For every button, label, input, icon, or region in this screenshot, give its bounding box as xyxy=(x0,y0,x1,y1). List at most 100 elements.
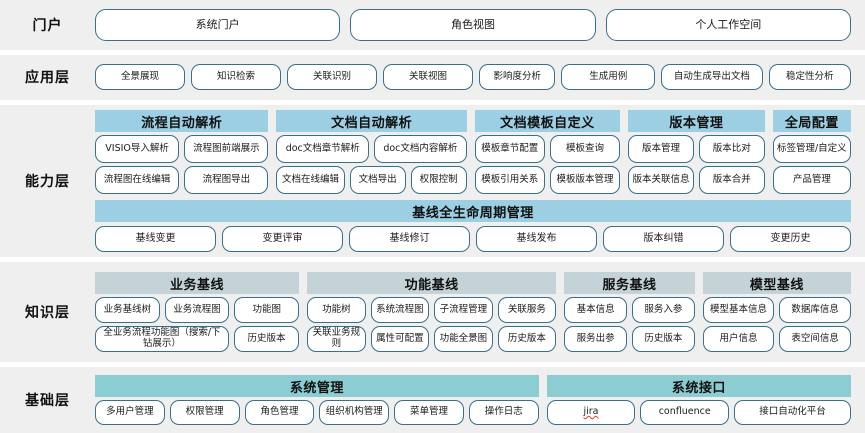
found-item-interface-automation-platform[interactable]: 接口自动化平台 xyxy=(734,400,851,426)
cap-item-flowchart-export[interactable]: 流程图导出 xyxy=(184,166,269,195)
cap-item-permission-control[interactable]: 权限控制 xyxy=(410,166,467,195)
portal-item-personal-workspace[interactable]: 个人工作空间 xyxy=(605,8,851,41)
group-row-1: VISIO导入解析 流程图前端展示 xyxy=(95,135,269,164)
know-item-business-baseline-tree[interactable]: 业务基线树 xyxy=(95,297,160,324)
foundation-group-row: 系统管理 多用户管理 权限管理 角色管理 组织机构管理 菜单管理 操作日志 系统… xyxy=(95,375,851,426)
lifecycle-item-baseline-change[interactable]: 基线变更 xyxy=(95,226,216,253)
know-item-function-panorama[interactable]: 功能全景图 xyxy=(434,326,493,353)
lifecycle-item-change-history[interactable]: 变更历史 xyxy=(730,226,851,253)
know-item-full-business-flow-function-chart[interactable]: 全业务流程功能图（搜索/下钻展示） xyxy=(95,326,229,353)
know-item-history-version[interactable]: 历史版本 xyxy=(233,326,300,353)
know-item-service-input-param[interactable]: 服务入参 xyxy=(631,297,695,324)
app-item-panorama[interactable]: 全景展现 xyxy=(95,64,186,91)
group-header-doc-parse: 文档自动解析 xyxy=(276,110,467,133)
found-item-role-mgmt[interactable]: 角色管理 xyxy=(244,400,315,426)
cap-item-template-chapter-config[interactable]: 模板章节配置 xyxy=(474,135,545,164)
know-item-model-basic-info[interactable]: 模型基本信息 xyxy=(702,297,775,324)
layer-label-knowledge: 知识层 xyxy=(25,305,70,322)
capability-group-global-config: 全局配置 标签管理/自定义 产品管理 xyxy=(772,110,851,195)
knowledge-group-service-baseline: 服务基线 基本信息 服务入参 服务出参 历史版本 xyxy=(564,272,695,353)
cap-item-tag-mgmt-custom[interactable]: 标签管理/自定义 xyxy=(772,135,851,164)
group-row-1: 版本管理 版本比对 xyxy=(628,135,765,164)
layer-band-capability: 能力层 流程自动解析 VISIO导入解析 流程图前端展示 流程图在线编辑 流程图… xyxy=(0,104,865,258)
knowledge-group-business-baseline: 业务基线 业务基线树 业务流程图 功能图 全业务流程功能图（搜索/下钻展示） 历… xyxy=(95,272,300,353)
cap-item-doc-chapter-parse[interactable]: doc文档章节解析 xyxy=(276,135,370,164)
found-item-jira[interactable]: jira xyxy=(546,400,636,426)
capability-group-row: 流程自动解析 VISIO导入解析 流程图前端展示 流程图在线编辑 流程图导出 文… xyxy=(95,110,851,195)
knowledge-group-function-baseline: 功能基线 功能树 系统流程图 子流程管理 关联服务 关联业务规则 属性可配置 功… xyxy=(307,272,557,353)
group-row-2: 全业务流程功能图（搜索/下钻展示） 历史版本 xyxy=(95,326,300,353)
capability-group-process-parse: 流程自动解析 VISIO导入解析 流程图前端展示 流程图在线编辑 流程图导出 xyxy=(95,110,269,195)
group-row-2: 产品管理 xyxy=(772,166,851,195)
layer-body-portal: 系统门户 角色视图 个人工作空间 xyxy=(95,8,865,41)
know-item-attribute-configurable[interactable]: 属性可配置 xyxy=(370,326,430,353)
app-item-relation-view[interactable]: 关联视图 xyxy=(383,64,474,91)
portal-item-row: 系统门户 角色视图 个人工作空间 xyxy=(95,8,851,41)
app-item-impact-analysis[interactable]: 影响度分析 xyxy=(479,64,556,91)
know-item-service-history-version[interactable]: 历史版本 xyxy=(631,326,695,353)
group-row-1: 模型基本信息 数据库信息 xyxy=(702,297,852,324)
group-row-1: 基本信息 服务入参 xyxy=(564,297,695,324)
know-item-service-output-param[interactable]: 服务出参 xyxy=(564,326,627,353)
layer-band-foundation: 基础层 系统管理 多用户管理 权限管理 角色管理 组织机构管理 菜单管理 操作日… xyxy=(0,367,865,433)
know-item-function-chart[interactable]: 功能图 xyxy=(234,297,300,324)
foundation-group-system-interface: 系统接口 jira confluence 接口自动化平台 xyxy=(546,375,851,426)
cap-item-version-mgmt[interactable]: 版本管理 xyxy=(628,135,694,164)
cap-item-template-query[interactable]: 模板查询 xyxy=(549,135,621,164)
cap-item-version-relation-info[interactable]: 版本关联信息 xyxy=(628,166,694,195)
app-item-generate-testcase[interactable]: 生成用例 xyxy=(561,64,656,91)
cap-item-flowchart-frontend-display[interactable]: 流程图前端展示 xyxy=(184,135,269,164)
lifecycle-item-change-review[interactable]: 变更评审 xyxy=(222,226,343,253)
layer-label-portal: 门户 xyxy=(32,17,63,34)
know-item-database-info[interactable]: 数据库信息 xyxy=(779,297,852,324)
cap-item-doc-online-edit[interactable]: 文档在线编辑 xyxy=(276,166,345,195)
layer-body-knowledge: 业务基线 业务基线树 业务流程图 功能图 全业务流程功能图（搜索/下钻展示） 历… xyxy=(95,268,865,356)
layer-band-portal: 门户 系统门户 角色视图 个人工作空间 xyxy=(0,0,865,50)
group-header-version-mgmt: 版本管理 xyxy=(628,110,765,133)
group-row-2: 模板引用关系 模板版本管理 xyxy=(474,166,621,195)
know-item-function-tree[interactable]: 功能树 xyxy=(307,297,366,324)
cap-item-version-merge[interactable]: 版本合并 xyxy=(698,166,765,195)
know-item-function-history-version[interactable]: 历史版本 xyxy=(497,326,557,353)
layer-body-application: 全景展现 知识检索 关联识别 关联视图 影响度分析 生成用例 自动生成导出文档 … xyxy=(95,64,865,91)
cap-item-visio-import-parse[interactable]: VISIO导入解析 xyxy=(95,135,180,164)
cap-item-template-reference[interactable]: 模板引用关系 xyxy=(474,166,545,195)
group-header-function-baseline: 功能基线 xyxy=(307,272,557,295)
know-item-subflow-mgmt[interactable]: 子流程管理 xyxy=(434,297,493,324)
cap-item-doc-export[interactable]: 文档导出 xyxy=(349,166,406,195)
found-item-confluence[interactable]: confluence xyxy=(640,400,730,426)
cap-item-template-version-mgmt[interactable]: 模板版本管理 xyxy=(549,166,621,195)
cap-item-version-compare[interactable]: 版本比对 xyxy=(698,135,765,164)
lifecycle-item-version-correction[interactable]: 版本纠错 xyxy=(603,226,724,253)
cap-item-doc-content-parse[interactable]: doc文档内容解析 xyxy=(374,135,467,164)
know-item-service-basic-info[interactable]: 基本信息 xyxy=(564,297,627,324)
lifecycle-item-baseline-revision[interactable]: 基线修订 xyxy=(349,226,470,253)
app-item-stability-analysis[interactable]: 稳定性分析 xyxy=(768,64,852,91)
know-item-system-flowchart[interactable]: 系统流程图 xyxy=(370,297,430,324)
portal-item-role-view[interactable]: 角色视图 xyxy=(350,8,596,41)
cap-item-flowchart-online-edit[interactable]: 流程图在线编辑 xyxy=(95,166,180,195)
cap-item-product-mgmt[interactable]: 产品管理 xyxy=(772,166,851,195)
capability-group-doc-template: 文档模板自定义 模板章节配置 模板查询 模板引用关系 模板版本管理 xyxy=(474,110,621,195)
found-item-operation-log[interactable]: 操作日志 xyxy=(468,400,539,426)
app-item-relation-identify[interactable]: 关联识别 xyxy=(287,64,378,91)
found-item-menu-mgmt[interactable]: 菜单管理 xyxy=(394,400,464,426)
lifecycle-item-baseline-release[interactable]: 基线发布 xyxy=(476,226,597,253)
found-item-multi-user-mgmt[interactable]: 多用户管理 xyxy=(95,400,165,426)
portal-item-system-portal[interactable]: 系统门户 xyxy=(95,8,341,41)
group-row-1: 标签管理/自定义 xyxy=(772,135,851,164)
know-item-related-business-rule[interactable]: 关联业务规则 xyxy=(307,326,366,353)
group-header-process-parse: 流程自动解析 xyxy=(95,110,269,133)
group-header-system-interface: 系统接口 xyxy=(546,375,851,398)
app-item-knowledge-search[interactable]: 知识检索 xyxy=(191,64,282,91)
know-item-related-service[interactable]: 关联服务 xyxy=(497,297,557,324)
group-row-2: 服务出参 历史版本 xyxy=(564,326,695,353)
group-row-2: 用户信息 表空间信息 xyxy=(702,326,852,353)
know-item-business-flowchart[interactable]: 业务流程图 xyxy=(164,297,230,324)
found-item-permission-mgmt[interactable]: 权限管理 xyxy=(169,400,240,426)
know-item-tablespace-info[interactable]: 表空间信息 xyxy=(779,326,852,353)
app-item-auto-export-doc[interactable]: 自动生成导出文档 xyxy=(661,64,763,91)
found-item-org-structure-mgmt[interactable]: 组织机构管理 xyxy=(319,400,390,426)
capability-lifecycle-section: 基线全生命周期管理 基线变更 变更评审 基线修订 基线发布 版本纠错 变更历史 xyxy=(95,200,851,253)
know-item-user-info[interactable]: 用户信息 xyxy=(702,326,775,353)
